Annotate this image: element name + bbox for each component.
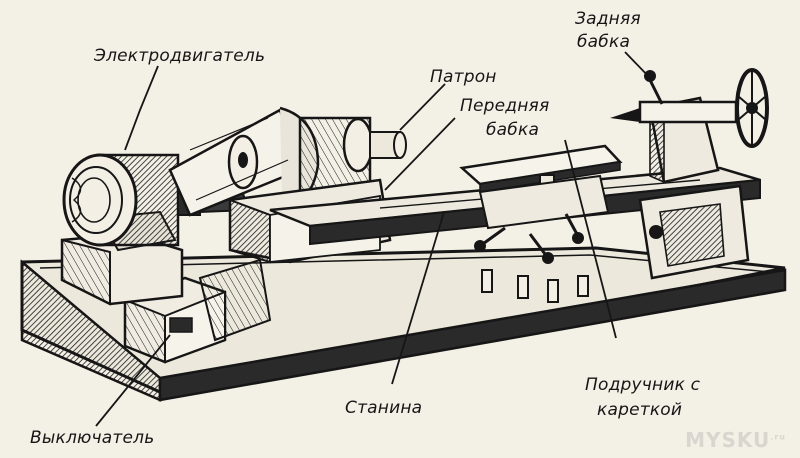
- motor: [62, 153, 250, 247]
- leader-lines: [95, 51, 653, 427]
- base-posts: [481, 269, 589, 303]
- watermark: MYSKU.ru: [685, 428, 786, 452]
- label-tailstock-line2: бабка: [577, 32, 631, 52]
- watermark-suffix: .ru: [770, 432, 786, 442]
- label-chuck: Патрон: [430, 67, 497, 87]
- label-headstock-line1: Передняя: [460, 96, 550, 116]
- tool-rest: [459, 144, 623, 264]
- label-motor: Электродвигатель: [94, 46, 266, 66]
- label-toolrest-line2: кареткой: [597, 400, 683, 420]
- label-toolrest-line1: Подручник с: [585, 375, 701, 395]
- watermark-text: MYSKU: [685, 428, 771, 452]
- label-switch: Выключатель: [30, 428, 155, 448]
- label-tailstock-line1: Задняя: [575, 9, 641, 29]
- label-headstock-line2: бабка: [486, 120, 540, 140]
- label-bed: Станина: [345, 398, 423, 418]
- tailstock: [610, 68, 769, 184]
- bed-legs: [198, 184, 750, 342]
